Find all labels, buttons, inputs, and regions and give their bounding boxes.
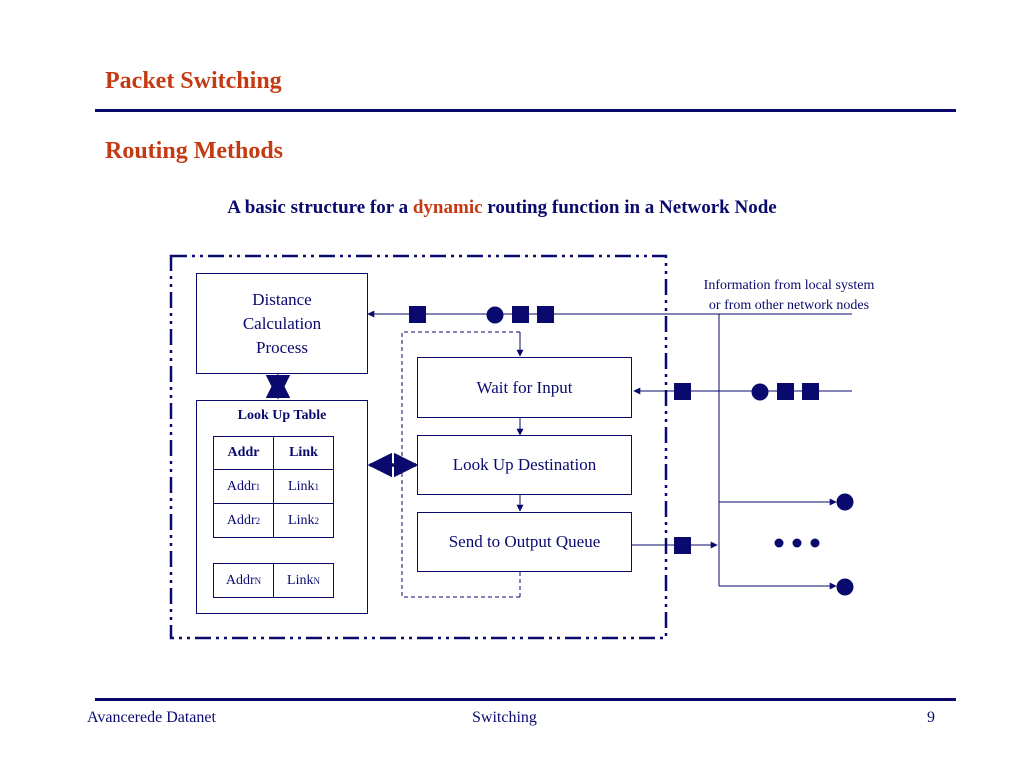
node-boundary [169,254,668,640]
table-header-addr: Addr [213,436,274,470]
packet-square [802,383,819,400]
wait-for-input-box: Wait for Input [417,357,632,418]
process-boundary [401,331,520,598]
diagram-heading: A basic structure for a dynamic routing … [0,197,1004,219]
lookup-table-title: Look Up Table [237,408,327,423]
ellipsis-dot [792,538,802,548]
distance-line-2: Calculation [242,313,322,333]
title-divider [95,109,956,112]
footer-left: Avancerede Datanet [87,709,216,726]
slide-title: Packet Switching [105,68,282,94]
distance-line-3: Process [256,337,308,357]
info-text: Information from local system or from ot… [672,276,906,316]
packet-square [674,383,691,400]
heading-highlight: dynamic [412,197,483,218]
packet-square [512,306,529,323]
output-queue-n [836,578,854,596]
packet-square [674,537,691,554]
info-line-1: Information from local system [703,278,875,293]
packet-square [777,383,794,400]
footer-center: Switching [472,709,537,726]
packet-square [409,306,426,323]
packet-circle [751,383,769,401]
distance-calculation-box: Distance Calculation Process [196,273,368,374]
look-up-destination-box: Look Up Destination [417,435,632,495]
distance-line-1: Distance [252,289,312,309]
output-queue-1 [836,493,854,511]
heading-suffix: routing function in a Network Node [487,197,777,218]
info-line-2: or from other network nodes [708,298,870,313]
page-number: 9 [927,709,935,726]
footer-divider [95,698,956,701]
ellipsis-dot [810,538,820,548]
ellipsis-dot [774,538,784,548]
slide-subtitle: Routing Methods [105,138,284,164]
packet-square [537,306,554,323]
heading-prefix: A basic structure for a [227,197,409,218]
send-to-output-queue-box: Send to Output Queue [417,512,632,572]
packet-circle [486,306,504,324]
table-header-link: Link [273,436,334,470]
